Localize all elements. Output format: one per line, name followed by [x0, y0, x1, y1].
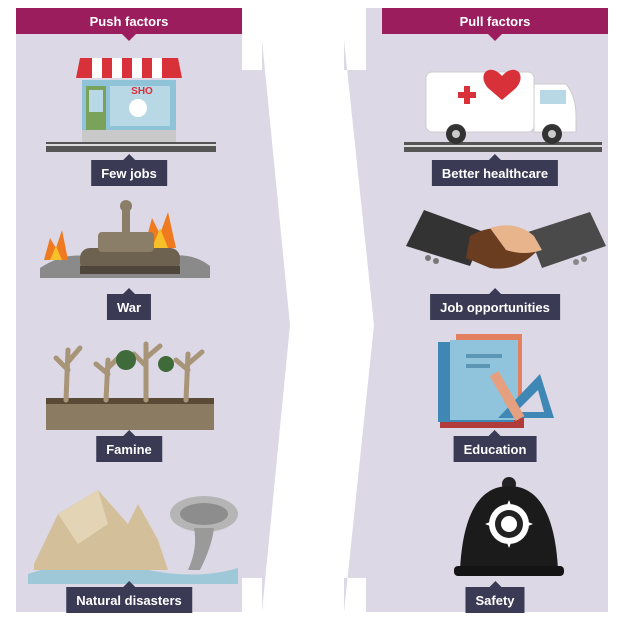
label-famine: Famine — [96, 430, 162, 462]
push-panel — [16, 8, 290, 612]
label-education: Education — [453, 430, 537, 462]
label-better-healthcare: Better healthcare — [431, 154, 559, 186]
police-helmet-icon — [454, 477, 564, 576]
dead-trees-icon — [46, 341, 214, 430]
shop-icon: SHO — [46, 58, 216, 152]
label-few-jobs: Few jobs — [91, 154, 167, 186]
disaster-icon — [28, 490, 238, 584]
label-natural-disasters: Natural disasters — [66, 581, 192, 613]
ambulance-icon — [404, 69, 602, 152]
label-war: War — [106, 288, 152, 320]
shop-sign: SHO — [131, 86, 153, 97]
push-factors-header: Push factors — [16, 8, 242, 41]
books-icon — [438, 334, 554, 428]
handshake-icon — [406, 210, 606, 269]
pull-factors-header: Pull factors — [382, 8, 608, 41]
label-job-opportunities: Job opportunities — [430, 288, 560, 320]
tank-icon — [40, 200, 210, 278]
label-safety: Safety — [465, 581, 525, 613]
